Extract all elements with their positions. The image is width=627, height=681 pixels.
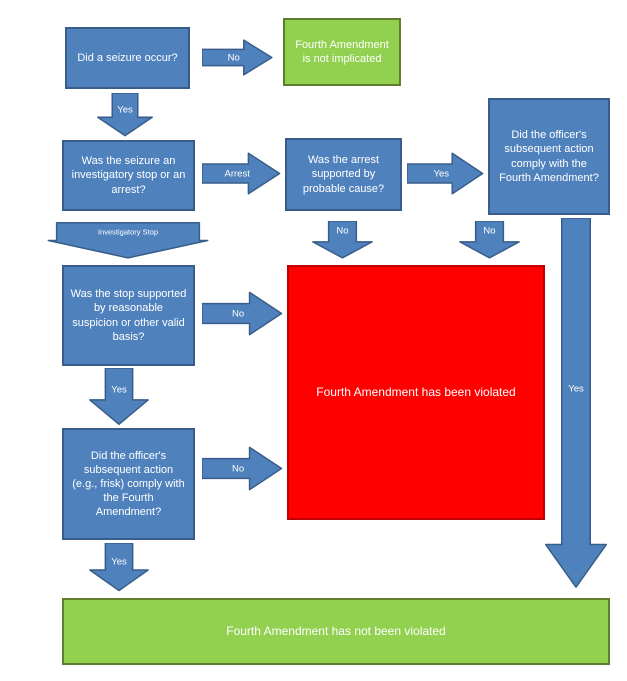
node-violated: Fourth Amendment has been violated — [287, 265, 545, 520]
node-reasonable-suspicion: Was the stop supported by reasonable sus… — [62, 265, 195, 366]
edge-arrest-yes: Yes — [407, 152, 485, 195]
edge-seizure-yes: Yes — [96, 93, 154, 137]
arrow-down-icon — [88, 368, 150, 426]
node-not-implicated: Fourth Amendment is not implicated — [283, 18, 401, 86]
edge-stop-yes: Yes — [88, 368, 150, 426]
arrow-right-icon — [202, 152, 282, 195]
edge-frisk-no: No — [202, 446, 284, 491]
edge-investigatory-stop: Investigatory Stop — [45, 222, 211, 259]
arrow-down-icon — [458, 221, 521, 259]
arrow-down-long-icon — [545, 218, 607, 589]
arrow-right-icon — [202, 446, 284, 491]
arrow-right-icon — [202, 291, 284, 336]
node-not-violated: Fourth Amendment has not been violated — [62, 598, 610, 665]
arrow-right-icon — [202, 39, 274, 76]
edge-comply-no: No — [458, 221, 521, 259]
edge-comply-yes: Yes — [545, 218, 607, 589]
arrow-down-icon — [96, 93, 154, 137]
arrow-down-icon — [311, 221, 374, 259]
node-probable-cause: Was the arrest supported by probable cau… — [285, 138, 402, 211]
edge-stop-no: No — [202, 291, 284, 336]
node-arrest-comply: Did the officer's subsequent action comp… — [488, 98, 610, 215]
node-stop-or-arrest: Was the seizure an investigatory stop or… — [62, 140, 195, 211]
arrow-down-wide-icon — [45, 222, 211, 259]
node-frisk-comply: Did the officer's subsequent action (e.g… — [62, 428, 195, 540]
node-seizure-occur: Did a seizure occur? — [65, 27, 190, 89]
edge-arrest: Arrest — [202, 152, 282, 195]
arrow-right-icon — [407, 152, 485, 195]
edge-frisk-yes: Yes — [88, 543, 150, 592]
edge-probable-cause-no: No — [311, 221, 374, 259]
arrow-down-icon — [88, 543, 150, 592]
edge-seizure-no: No — [202, 39, 274, 76]
